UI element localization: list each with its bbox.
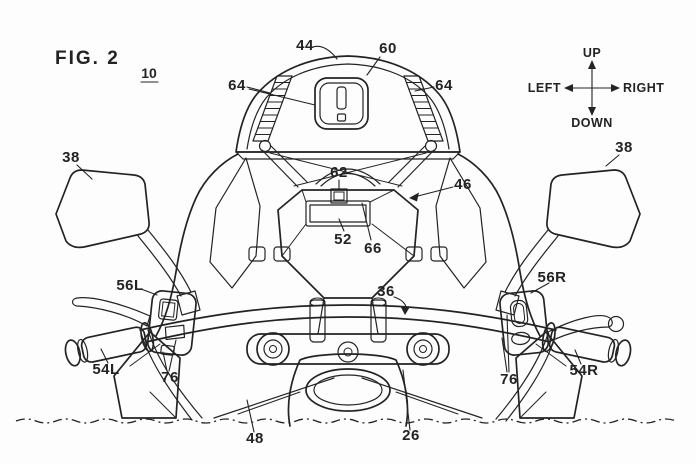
headlight (287, 353, 409, 427)
windscreen-outer-edge (235, 55, 461, 153)
control-cables (140, 329, 556, 422)
ref-label-76-right: 76 (500, 371, 518, 388)
compass-right-label: RIGHT (623, 81, 664, 95)
ref-label-38-left: 38 (62, 149, 80, 166)
ref-label-46: 46 (454, 176, 472, 193)
windscreen-base (235, 151, 461, 160)
figure-caption: FIG. 2 (55, 48, 120, 69)
left-fork-cap (256, 332, 290, 366)
ref-label-64-right: 64 (435, 77, 453, 94)
right-fork-cap (406, 332, 440, 366)
steering-stem-nut (337, 341, 359, 363)
right-stay (388, 139, 438, 188)
ref-label-38-right: 38 (615, 139, 633, 156)
right-switch-button-1 (509, 299, 529, 328)
ref-label-64-left: 64 (228, 77, 246, 94)
compass-down-arrow (588, 107, 596, 116)
right-switch-button-2 (511, 331, 531, 346)
ground-break-line (15, 418, 677, 424)
meter-display-screen (309, 204, 367, 223)
ref-label-26: 26 (402, 427, 420, 444)
compass-left-label: LEFT (528, 81, 561, 95)
windscreen-stays (258, 139, 438, 188)
compass-right-arrow (611, 84, 620, 92)
windscreen (235, 55, 461, 160)
compass-down-label: DOWN (571, 116, 613, 130)
compass-left-arrow (564, 84, 573, 92)
clutch-lever (71, 297, 151, 327)
reference-labels: 44 60 64 64 38 38 62 46 52 66 56L 56R 36… (62, 37, 633, 447)
ref-label-76-left: 76 (161, 369, 179, 386)
triple-clamp (246, 332, 450, 366)
exclamation-bar (336, 86, 347, 110)
compass-up-label: UP (583, 46, 601, 60)
ref-label-56L: 56L (116, 277, 143, 294)
ref-label-44: 44 (296, 37, 314, 54)
right-switch-housing (499, 290, 550, 356)
leader-lines (76, 45, 620, 433)
ref-label-62: 62 (330, 164, 348, 181)
right-bar-riser (370, 299, 387, 343)
handlebar (139, 297, 557, 343)
direction-compass: UP DOWN LEFT RIGHT (528, 46, 664, 130)
meter-display-bezel (305, 200, 371, 227)
cross-brace (269, 152, 427, 187)
instrument-console (277, 188, 419, 335)
figure-ref-number: 10 (141, 65, 157, 81)
figure-caption-group: FIG. 2 10 (55, 48, 159, 83)
compass-up-arrow (588, 60, 596, 69)
ref-label-60: 60 (379, 40, 397, 57)
ref-label-66: 66 (364, 240, 382, 257)
warning-indicator-icon (314, 77, 369, 130)
left-switch-button-1 (157, 298, 179, 321)
exclamation-dot (336, 113, 347, 122)
ref-label-48: 48 (246, 430, 264, 447)
ref-label-36: 36 (377, 283, 395, 300)
ref-label-54L: 54L (92, 361, 119, 378)
left-bar-riser (309, 299, 326, 343)
left-switch-button-2 (164, 324, 186, 341)
brake-lever (547, 315, 625, 342)
ref-label-56R: 56R (537, 269, 566, 286)
ref-label-52: 52 (334, 231, 352, 248)
left-stay (258, 139, 308, 188)
ref-label-54R: 54R (569, 362, 598, 379)
windscreen-inner-edge (246, 63, 450, 150)
meter-visor-arch (315, 168, 381, 187)
front-body-lines (213, 377, 483, 419)
